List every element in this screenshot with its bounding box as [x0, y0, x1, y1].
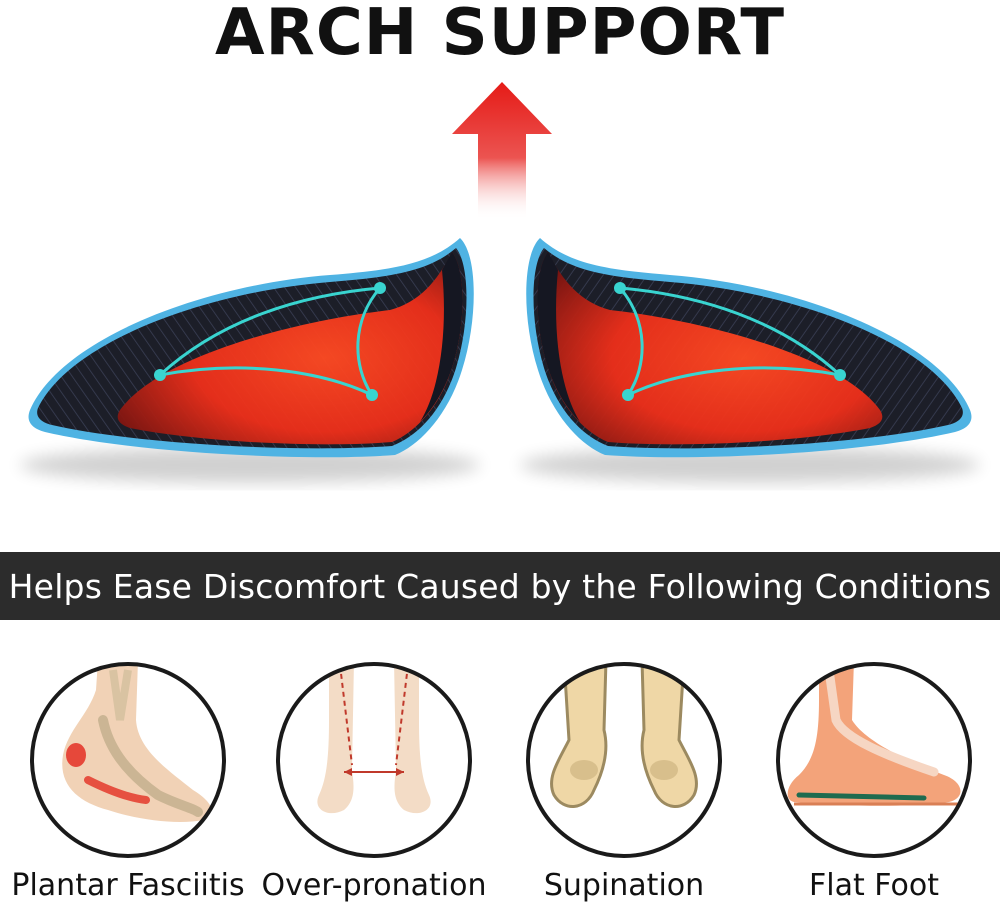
flat-foot-icon: [774, 660, 974, 860]
conditions-banner: Helps Ease Discomfort Caused by the Foll…: [0, 552, 1000, 620]
condition-label-plantar-fasciitis: Plantar Fasciitis: [11, 868, 245, 903]
plantar-fasciitis-icon: [28, 660, 228, 860]
arch-up-arrow-icon: [452, 82, 552, 220]
over-pronation-icon: [274, 660, 474, 860]
condition-label-flat-foot: Flat Foot: [809, 868, 939, 903]
condition-label-supination: Supination: [543, 868, 705, 903]
right-insole: [526, 238, 972, 458]
page-title: ARCH SUPPORT: [215, 0, 785, 70]
supination-icon: [524, 660, 724, 860]
left-insole: [28, 238, 474, 458]
condition-label-over-pronation: Over-pronation: [261, 868, 487, 903]
insoles-illustration: [20, 82, 980, 483]
